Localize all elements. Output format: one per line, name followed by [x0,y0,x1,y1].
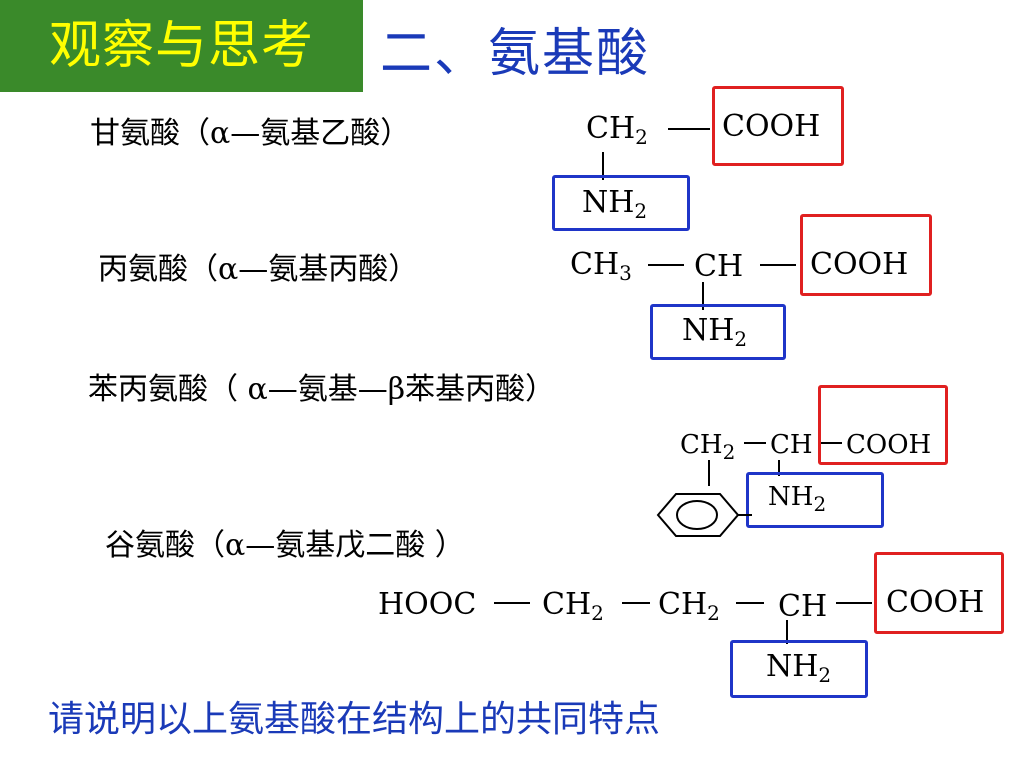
amino-box [746,472,884,528]
glycine-name: 甘氨酸（α—氨基乙酸） [90,116,411,151]
alanine-name: 丙氨酸（α—氨基丙酸） [98,252,419,287]
glycine-ch2: CH2 [586,111,648,149]
bond [668,128,710,130]
bond [648,264,684,266]
phenylalanine-nh2: NH2 [768,482,827,516]
bond [622,602,650,604]
glycine-cooh: COOH [722,109,821,144]
bond [818,442,842,444]
question-text: 请说明以上氨基酸在结构上的共同特点 [48,699,661,740]
glutamic-acid-ch2-a: CH2 [542,587,604,625]
bond [778,460,780,476]
bond [702,282,704,310]
glutamic-acid-ch: CH [778,589,828,624]
bond [744,442,766,444]
benzene-ring-icon [656,493,752,537]
alanine-cooh: COOH [810,247,909,282]
phenylalanine-cooh: COOH [846,430,932,460]
bond [736,602,764,604]
bond [602,152,604,180]
bond [708,460,710,486]
alanine-ch: CH [694,249,744,284]
glutamic-acid-ch2-b: CH2 [658,587,720,625]
section-badge: 观察与思考 [0,0,363,92]
amino-box [552,175,690,231]
bond [760,264,796,266]
bond [786,620,788,644]
amino-box [650,304,786,360]
bond [836,602,872,604]
carboxyl-box [800,214,932,296]
phenylalanine-ch: CH [770,430,813,460]
carboxyl-box [874,552,1004,634]
phenylalanine-name: 苯丙氨酸（ α—氨基—β苯基丙酸） [88,372,556,407]
glutamic-acid-cooh: COOH [886,585,985,620]
alanine-ch3: CH3 [570,247,632,285]
glutamic-acid-name: 谷氨酸（α—氨基戊二酸 ） [105,528,465,563]
alanine-nh2: NH2 [682,313,748,351]
slide-title: 二、氨基酸 [380,24,651,84]
glutamic-acid-nh2: NH2 [766,649,832,687]
glutamic-acid-hooc: HOOC [378,587,477,622]
carboxyl-box [712,86,844,166]
bond [494,602,530,604]
phenylalanine-ch2: CH2 [680,430,736,464]
amino-box [730,640,868,698]
glycine-nh2: NH2 [582,185,648,223]
carboxyl-box [818,385,948,465]
